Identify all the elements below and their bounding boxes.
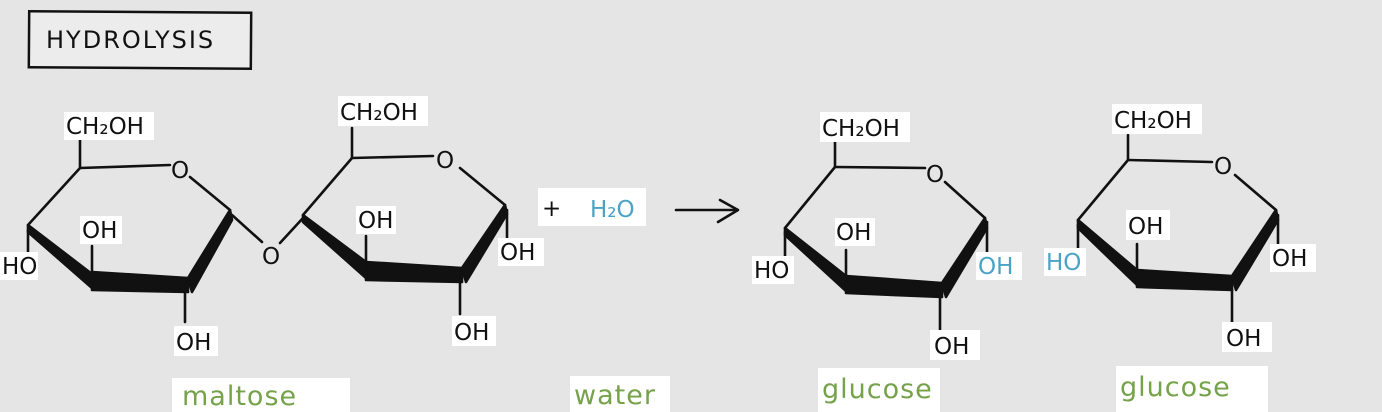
ring-oxygen-label: O xyxy=(926,162,944,188)
ring-bond xyxy=(1233,173,1278,212)
glucose-ring-2 xyxy=(1076,133,1280,324)
ring-bond xyxy=(833,165,927,170)
reaction-arrow xyxy=(674,198,740,224)
ring-oxygen-label: O xyxy=(1214,154,1232,180)
glycosidic-bond xyxy=(278,216,305,245)
oh-label: OH xyxy=(934,334,969,360)
ch2oh-label: CH₂OH xyxy=(66,114,144,140)
ring-wedge xyxy=(1135,268,1234,292)
oh-label: OH xyxy=(454,320,489,346)
ho-label: HO xyxy=(2,254,37,280)
ring-wedge xyxy=(90,270,190,294)
ring-bond xyxy=(783,165,837,230)
ring-bond xyxy=(458,166,507,207)
ring-wedge xyxy=(844,274,944,299)
ring-wedge xyxy=(364,260,464,284)
ring-bond xyxy=(350,154,435,160)
glucose-1-labels: CH₂OH O OH HO OH OH glucose xyxy=(754,116,1013,405)
glucose-ring-1 xyxy=(783,138,989,332)
maltose-ring-1 xyxy=(26,136,264,324)
maltose-ring-2 xyxy=(278,126,509,316)
water-formula: H₂O xyxy=(590,197,635,223)
oh-label: OH xyxy=(358,208,393,234)
glycosidic-oxygen-label: O xyxy=(262,244,280,270)
ring-bond xyxy=(26,166,82,227)
oh-label: OH xyxy=(1128,214,1163,240)
ring-oxygen-label: O xyxy=(171,158,189,184)
ho-label: HO xyxy=(754,258,789,284)
oh-label: OH xyxy=(836,220,871,246)
ring-bond xyxy=(78,163,172,170)
maltose-name: maltose xyxy=(182,381,297,412)
arrow-head xyxy=(716,198,740,224)
oh-label-new: OH xyxy=(978,254,1013,280)
ring-bond xyxy=(301,156,354,217)
ring-bond xyxy=(1076,158,1130,222)
glucose-1-name: glucose xyxy=(822,374,933,405)
oh-label: OH xyxy=(1226,326,1261,352)
label-backgrounds xyxy=(0,96,1316,412)
ring-bond xyxy=(188,175,232,212)
oh-label: OH xyxy=(176,330,211,356)
ring-wedge xyxy=(186,208,234,294)
maltose-labels: CH₂OH O OH HO OH O CH₂OH O OH OH OH malt… xyxy=(2,100,535,412)
glycosidic-bond xyxy=(230,213,264,244)
ring-oxygen-label: O xyxy=(436,148,454,174)
ring-bond xyxy=(1126,158,1214,164)
title-box: HYDROLYSIS xyxy=(27,9,253,71)
ho-label-new: HO xyxy=(1046,250,1081,276)
ch2oh-label: CH₂OH xyxy=(340,100,418,126)
oh-label: OH xyxy=(1272,246,1307,272)
ch2oh-label: CH₂OH xyxy=(822,116,900,142)
title-text: HYDROLYSIS xyxy=(46,26,215,54)
water-name: water xyxy=(574,380,656,411)
glucose-2-name: glucose xyxy=(1120,372,1231,403)
ring-bond xyxy=(943,180,987,220)
oh-label: OH xyxy=(500,240,535,266)
ch2oh-label: CH₂OH xyxy=(1114,108,1192,134)
glucose-2-labels: CH₂OH O OH HO OH OH glucose xyxy=(1046,108,1307,403)
water-term: + H₂O water xyxy=(542,196,656,411)
oh-label: OH xyxy=(82,218,117,244)
plus-sign: + xyxy=(542,196,561,222)
